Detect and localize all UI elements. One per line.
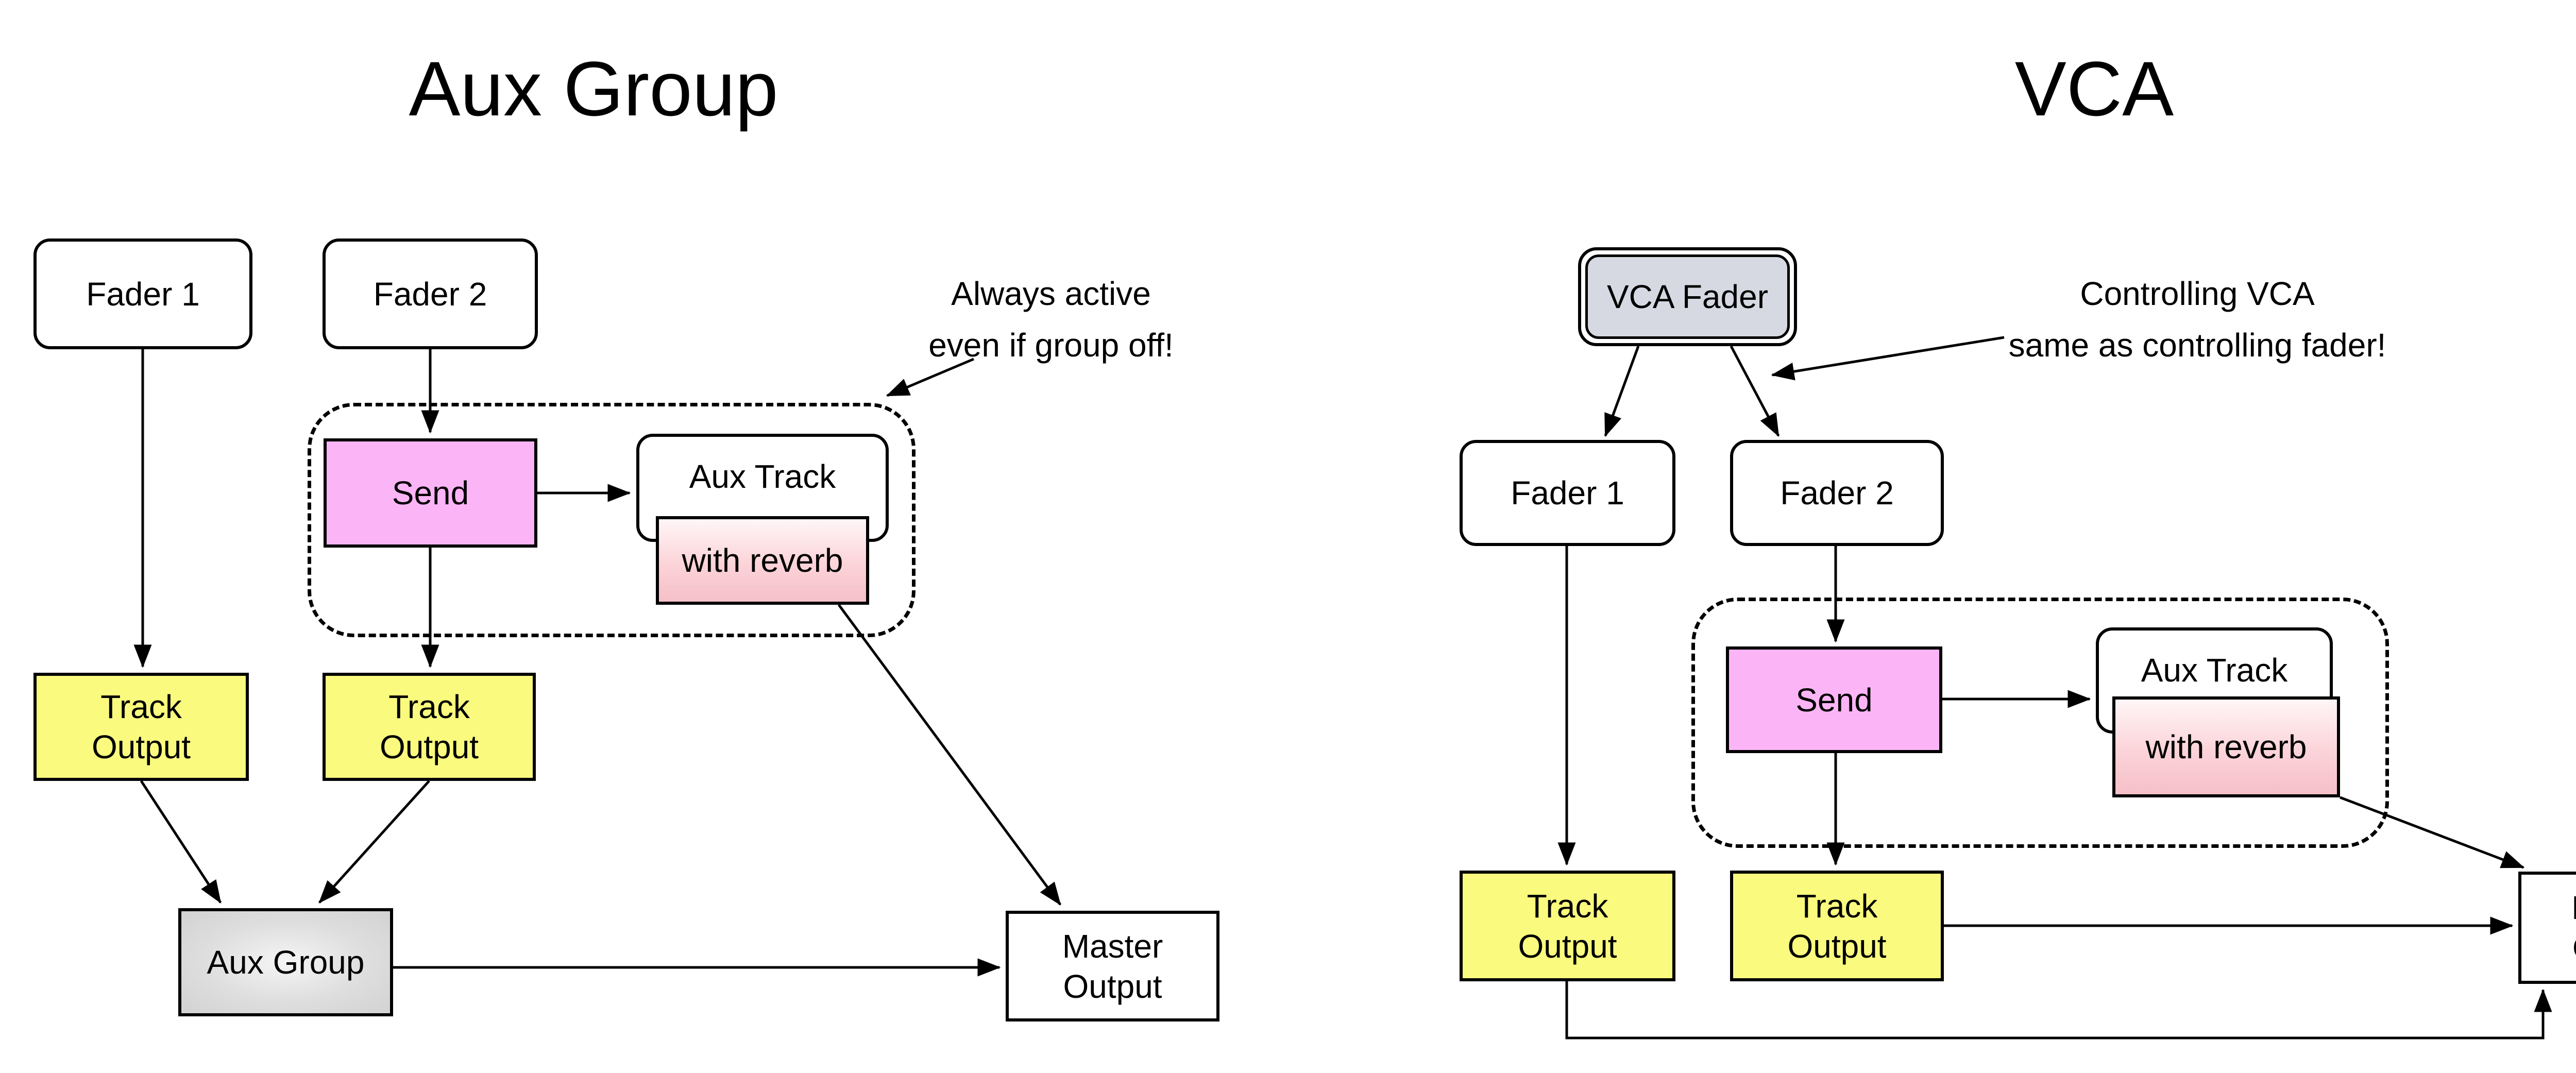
connector-reverb-to-master-right — [2340, 796, 2525, 869]
master-output-box-right: Master Output — [2518, 872, 2576, 984]
aux-group-send-dashed-container — [308, 403, 916, 637]
fader1-box-left: Fader 1 — [33, 239, 252, 349]
vca-fader-box: VCA Fader — [1578, 247, 1797, 346]
master-output-box-left: Master Output — [1006, 911, 1219, 1021]
annotation-arrow-left — [886, 357, 974, 397]
track-output2-box-right: Track Output — [1730, 871, 1944, 981]
track-output1-box-right: Track Output — [1460, 871, 1675, 981]
send-box-left: Send — [324, 438, 537, 548]
annotation-right: Controlling VCA same as controlling fade… — [2008, 275, 2386, 364]
connector-vca-to-fader1 — [1604, 346, 1640, 437]
fader2-box-right: Fader 2 — [1730, 440, 1944, 546]
vca-fader-label: VCA Fader — [1585, 254, 1790, 339]
send-box-right: Send — [1726, 646, 1942, 753]
aux-group-title: Aux Group — [409, 45, 778, 132]
fader1-box-right: Fader 1 — [1460, 440, 1675, 546]
track-output1-box-left: Track Output — [33, 673, 249, 781]
with-reverb-box-left: with reverb — [656, 516, 869, 605]
connector-vca-to-fader2 — [1730, 345, 1780, 437]
annotation-left: Always active even if group off! — [928, 275, 1174, 364]
vca-title: VCA — [2014, 45, 2174, 132]
connector-track-output1-to-aux-group — [140, 780, 222, 904]
track-output2-box-left: Track Output — [323, 673, 536, 781]
aux-group-box: Aux Group — [178, 908, 393, 1016]
connector-track-output2-to-aux-group — [318, 780, 430, 904]
connector-reverb-to-master-output-left — [837, 604, 1062, 906]
vca-send-dashed-container — [1691, 598, 2389, 848]
with-reverb-box-right: with reverb — [2112, 696, 2340, 797]
fader2-box-left: Fader 2 — [323, 239, 538, 349]
connector-track-output1-to-master-bottom-rail — [1565, 981, 2552, 1040]
annotation-arrow-right — [1771, 336, 2005, 381]
